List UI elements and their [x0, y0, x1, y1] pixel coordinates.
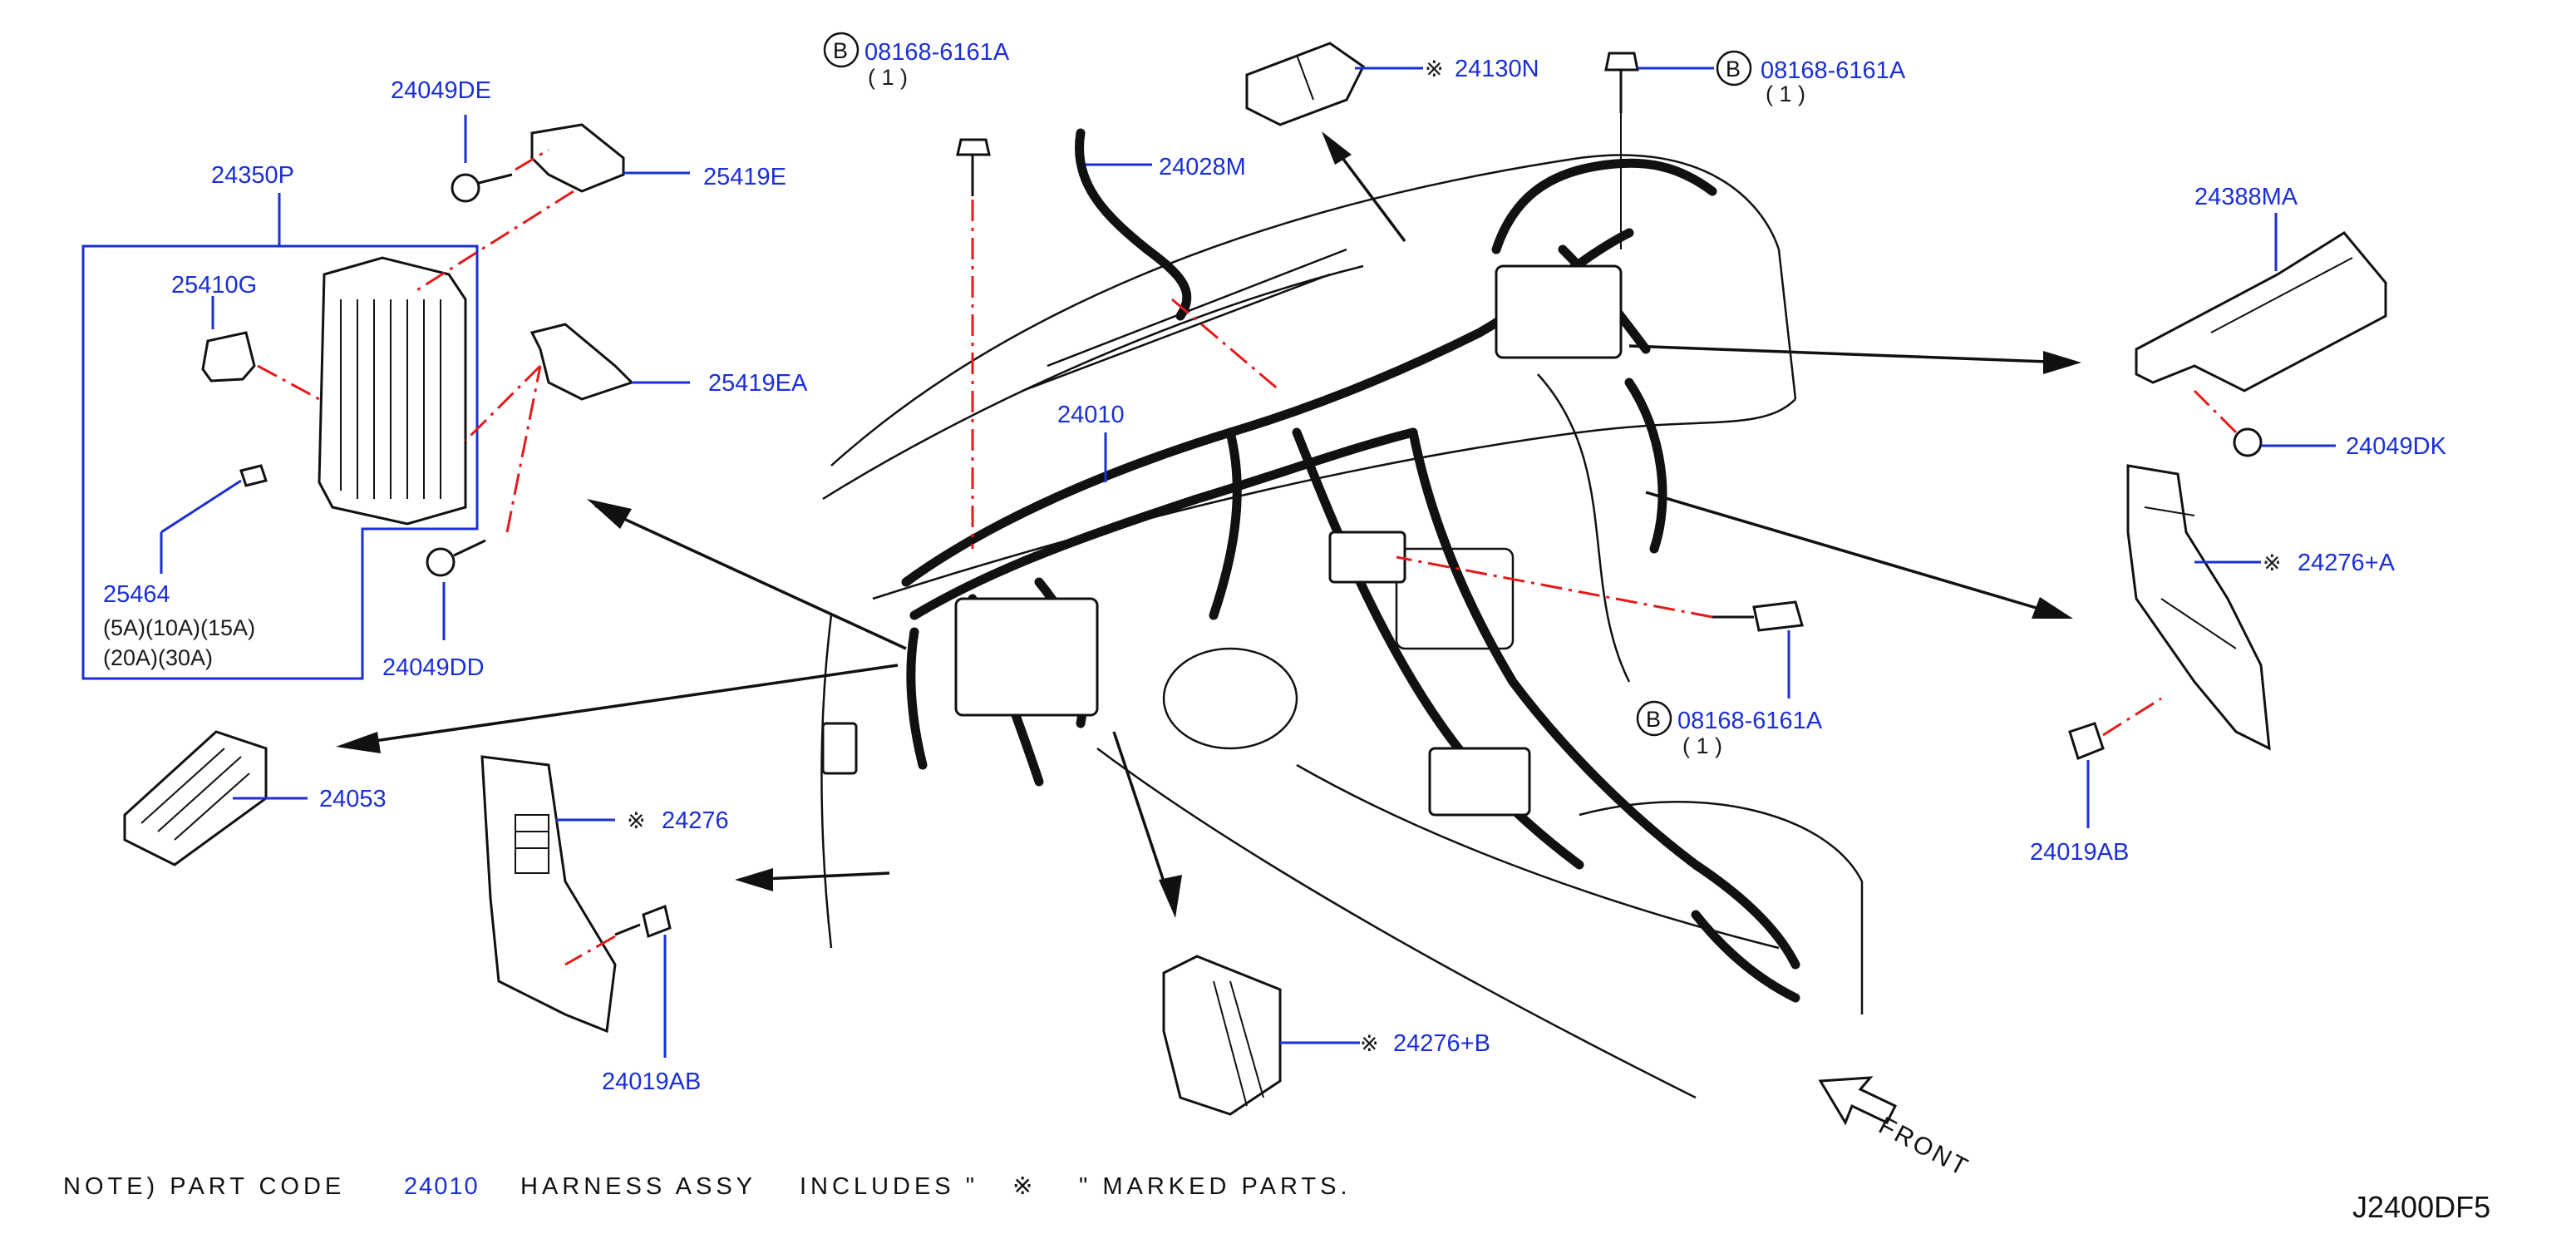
- bolt-symbol-top: B: [833, 38, 848, 63]
- label-24019ab-left: 24019AB: [602, 1069, 701, 1095]
- note-symbol: ※: [1012, 1173, 1037, 1200]
- note-prefix: NOTE) PART CODE: [63, 1173, 345, 1200]
- label-25419ea: 25419EA: [708, 370, 808, 397]
- marked-symbol-24276a: ※: [2263, 550, 2282, 575]
- label-24019ab-right: 24019AB: [2030, 839, 2129, 866]
- bracket-24388ma: [1628, 213, 2387, 457]
- label-24049dd: 24049DD: [382, 654, 485, 681]
- label-24028m: 24028M: [1159, 154, 1246, 180]
- note-includes: INCLUDES ": [800, 1173, 978, 1200]
- qty-08168-right: ( 1 ): [1766, 81, 1805, 106]
- subharness-24028m: [1086, 163, 1281, 392]
- note-middle: HARNESS ASSY: [520, 1173, 756, 1200]
- bolt-right-08168: [1604, 50, 1752, 249]
- label-25464-amps-2: (20A)(30A): [103, 645, 213, 670]
- label-24010: 24010: [1057, 402, 1125, 428]
- label-25464-amps-1: (5A)(10A)(15A): [103, 615, 255, 640]
- front-label: FRONT: [1874, 1112, 1974, 1182]
- bolt-symbol-right: B: [1726, 57, 1741, 81]
- connector-24130n: [1245, 42, 1423, 243]
- arrowhead-fusebox: [587, 499, 632, 529]
- note-suffix: " MARKED PARTS.: [1079, 1173, 1352, 1200]
- label-08168-top: 08168-6161A: [864, 39, 1010, 66]
- cover-24276: [480, 755, 890, 1058]
- bolt-top-08168: [823, 32, 991, 549]
- label-24276a: 24276+A: [2298, 550, 2396, 576]
- front-arrow: [1818, 1076, 1898, 1126]
- marked-symbol-24276: ※: [627, 808, 646, 833]
- marked-symbol-24130n: ※: [1425, 57, 1444, 81]
- label-08168-mid: 08168-6161A: [1677, 708, 1823, 734]
- fuse-box-group: [81, 193, 479, 680]
- connector-24053: [123, 664, 899, 866]
- label-24053: 24053: [319, 786, 387, 812]
- main-harness-24010: [821, 128, 1800, 1003]
- label-24276: 24276: [662, 807, 729, 834]
- qty-08168-mid: ( 1 ): [1682, 733, 1722, 758]
- label-24049de: 24049DE: [391, 77, 491, 104]
- label-24276b: 24276+B: [1393, 1030, 1490, 1057]
- label-24049dk: 24049DK: [2346, 433, 2447, 460]
- label-24350p: 24350P: [211, 162, 294, 189]
- qty-08168-top: ( 1 ): [868, 65, 908, 90]
- bolt-mid-08168: [1396, 555, 1804, 737]
- label-25464: 25464: [103, 581, 170, 608]
- label-24130n: 24130N: [1455, 56, 1539, 82]
- diagram-ref: J2400DF5: [2352, 1190, 2490, 1224]
- bracket-25419e: [415, 115, 690, 293]
- bolt-symbol-mid: B: [1646, 707, 1661, 732]
- label-24388ma: 24388MA: [2194, 184, 2298, 210]
- label-25419e: 25419E: [703, 164, 786, 190]
- label-25410g: 25410G: [171, 272, 257, 299]
- arrow-fusebox: [594, 504, 907, 650]
- label-08168-right: 08168-6161A: [1761, 57, 1906, 84]
- bracket-25419ea: [426, 323, 690, 640]
- cover-24276b: [1112, 731, 1360, 1116]
- note-code: 24010: [404, 1173, 480, 1200]
- cover-24276a: [1645, 464, 2271, 828]
- dashboard-outline: [820, 154, 1864, 1099]
- marked-symbol-24276b: ※: [1360, 1031, 1379, 1056]
